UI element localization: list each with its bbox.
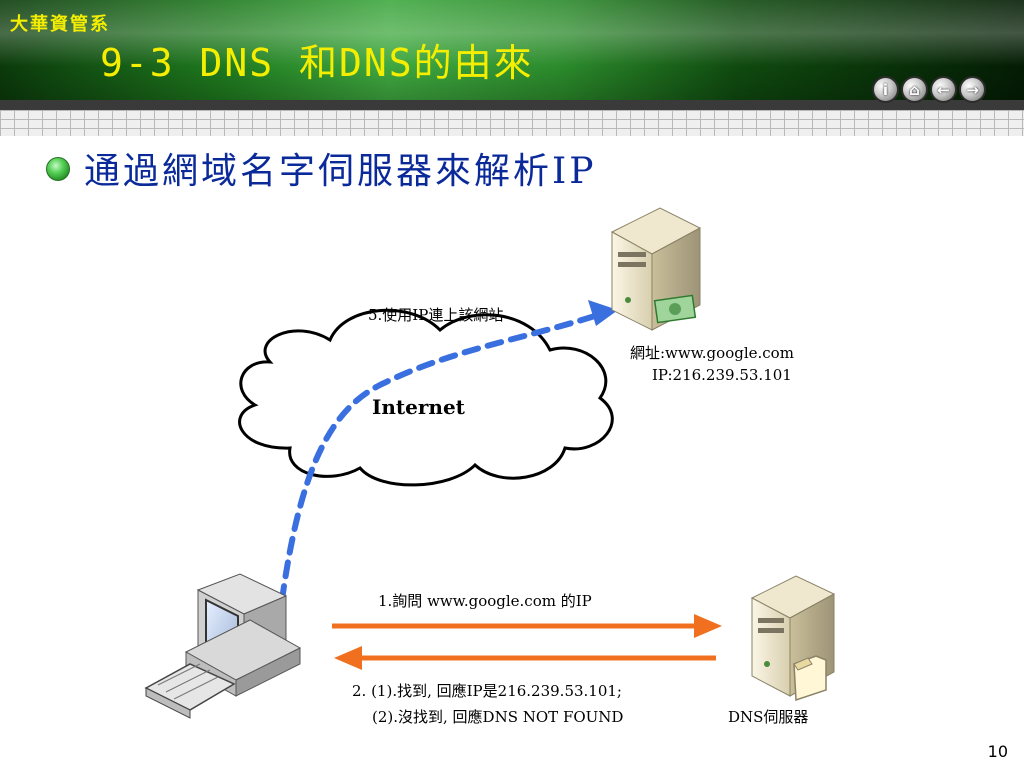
connect-arrow-path (279, 312, 601, 603)
dns-server-label: DNS伺服器 (728, 708, 808, 726)
dns-server-icon (750, 575, 836, 702)
page-title: 9-3 DNS 和DNS的由來 (100, 41, 534, 85)
forward-icon[interactable]: → (959, 76, 986, 103)
header-gloss (0, 0, 1024, 110)
step2-line2: (2).沒找到, 回應DNS NOT FOUND (372, 708, 623, 726)
internet-cloud (238, 308, 614, 487)
header-bottom-band (0, 100, 1024, 110)
back-icon[interactable]: ← (930, 76, 957, 103)
header-bar (0, 0, 1024, 110)
step2-line1: 2. (1).找到, 回應IP是216.239.53.101; (352, 682, 622, 700)
step1-label: 1.詢問 www.google.com 的IP (378, 592, 592, 610)
web-server-site: 網址:www.google.com (630, 344, 794, 362)
web-server-icon (610, 207, 702, 331)
bullet-text: 通過網域名字伺服器來解析IP (84, 151, 597, 192)
nav-buttons: i ⌂ ← → (872, 76, 986, 103)
org-label: 大華資管系 (10, 14, 110, 35)
connect-arrow-head (588, 300, 618, 326)
grid-strip (0, 110, 1024, 136)
query-arrow-head (694, 614, 722, 638)
reply-arrow-head (334, 646, 362, 670)
cloud-label: Internet (372, 395, 466, 419)
web-server-ip: IP:216.239.53.101 (652, 366, 792, 384)
home-icon[interactable]: ⌂ (901, 76, 928, 103)
client-computer-icon (144, 573, 302, 719)
page-number: 10 (987, 742, 1008, 761)
bullet-icon (46, 157, 70, 181)
step5-label: 5.使用IP連上該網站 (368, 306, 503, 324)
info-icon[interactable]: i (872, 76, 899, 103)
